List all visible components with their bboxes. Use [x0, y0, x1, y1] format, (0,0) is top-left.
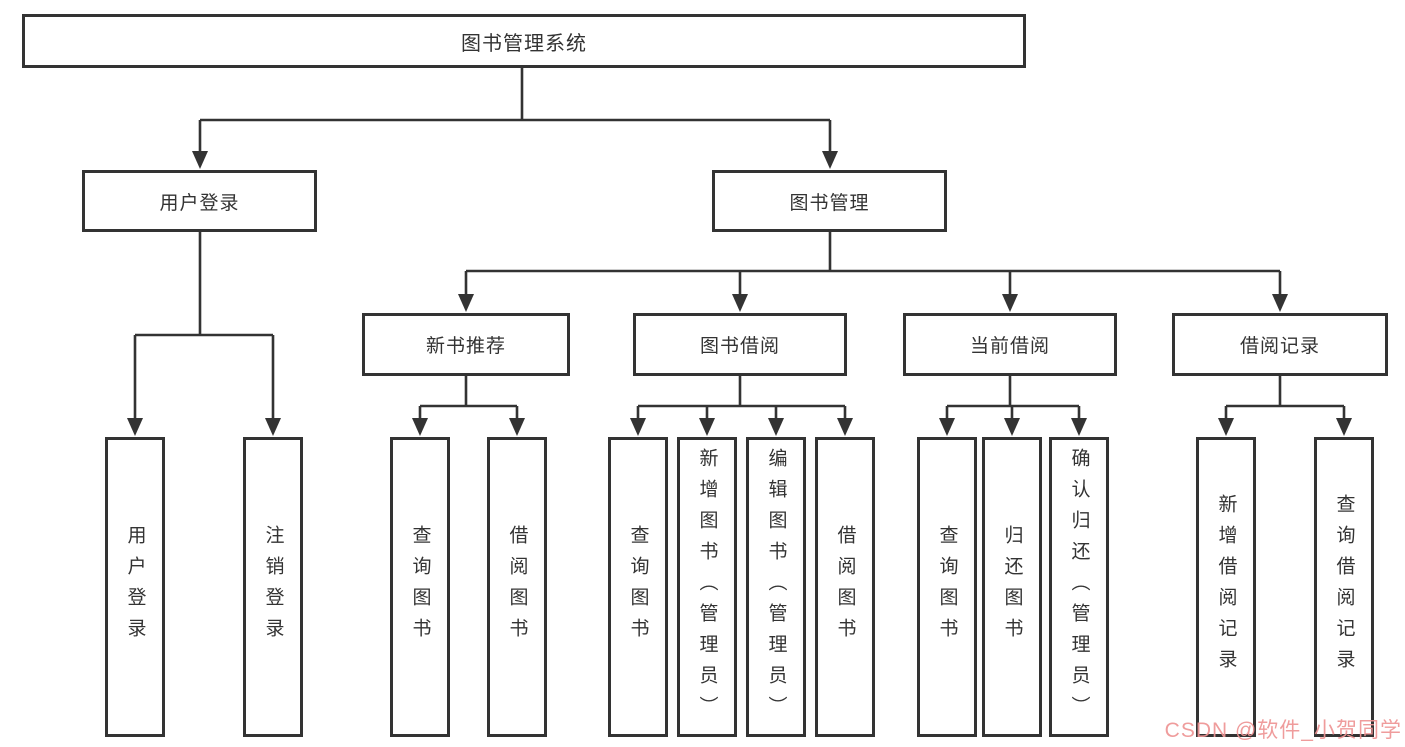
leaf-user-login: 用户登录 [105, 437, 165, 737]
leaf-bb-add-books-admin: 新增图书（管理员） [677, 437, 737, 737]
node-label: 编辑图书（管理员） [765, 447, 787, 727]
leaf-cb-confirm-return-admin: 确认归还（管理员） [1049, 437, 1109, 737]
node-label: 用户登录 [124, 525, 146, 649]
node-label: 查询借阅记录 [1333, 494, 1355, 680]
node-label: 确认归还（管理员） [1068, 447, 1090, 727]
node-book-borrow: 图书借阅 [633, 313, 847, 376]
node-label: 当前借阅 [969, 336, 1050, 357]
leaf-rec-query-books: 查询图书 [390, 437, 450, 737]
node-label: 归还图书 [1001, 525, 1023, 649]
leaf-br-add-record: 新增借阅记录 [1196, 437, 1256, 737]
node-user-login: 用户登录 [82, 170, 317, 232]
node-label: 图书管理 [789, 192, 870, 214]
leaf-bb-query-books: 查询图书 [608, 437, 668, 737]
leaf-cb-return-books: 归还图书 [982, 437, 1042, 737]
node-label: 用户登录 [159, 192, 240, 214]
leaf-logout: 注销登录 [243, 437, 303, 737]
node-label: 借阅图书 [506, 525, 528, 649]
node-label: 图书管理系统 [461, 32, 587, 55]
leaf-bb-borrow-books: 借阅图书 [815, 437, 875, 737]
node-label: 查询图书 [936, 525, 958, 649]
node-new-book-recommend: 新书推荐 [362, 313, 570, 376]
node-label: 借阅图书 [834, 525, 856, 649]
leaf-cb-query-books: 查询图书 [917, 437, 977, 737]
node-label: 新书推荐 [425, 336, 506, 357]
node-label: 查询图书 [409, 525, 431, 649]
node-label: 借阅记录 [1239, 336, 1320, 357]
node-label: 查询图书 [627, 525, 649, 649]
leaf-bb-edit-books-admin: 编辑图书（管理员） [746, 437, 806, 737]
node-label: 新增借阅记录 [1215, 494, 1237, 680]
node-book-management: 图书管理 [712, 170, 947, 232]
node-borrow-records: 借阅记录 [1172, 313, 1388, 376]
leaf-br-query-record: 查询借阅记录 [1314, 437, 1374, 737]
node-label: 图书借阅 [699, 336, 780, 357]
node-current-borrow: 当前借阅 [903, 313, 1117, 376]
node-label: 注销登录 [262, 525, 284, 649]
leaf-rec-borrow-books: 借阅图书 [487, 437, 547, 737]
node-label: 新增图书（管理员） [696, 447, 718, 727]
node-root-system: 图书管理系统 [22, 14, 1026, 68]
csdn-watermark: CSDN @软件_小贺同学 [1164, 719, 1402, 742]
